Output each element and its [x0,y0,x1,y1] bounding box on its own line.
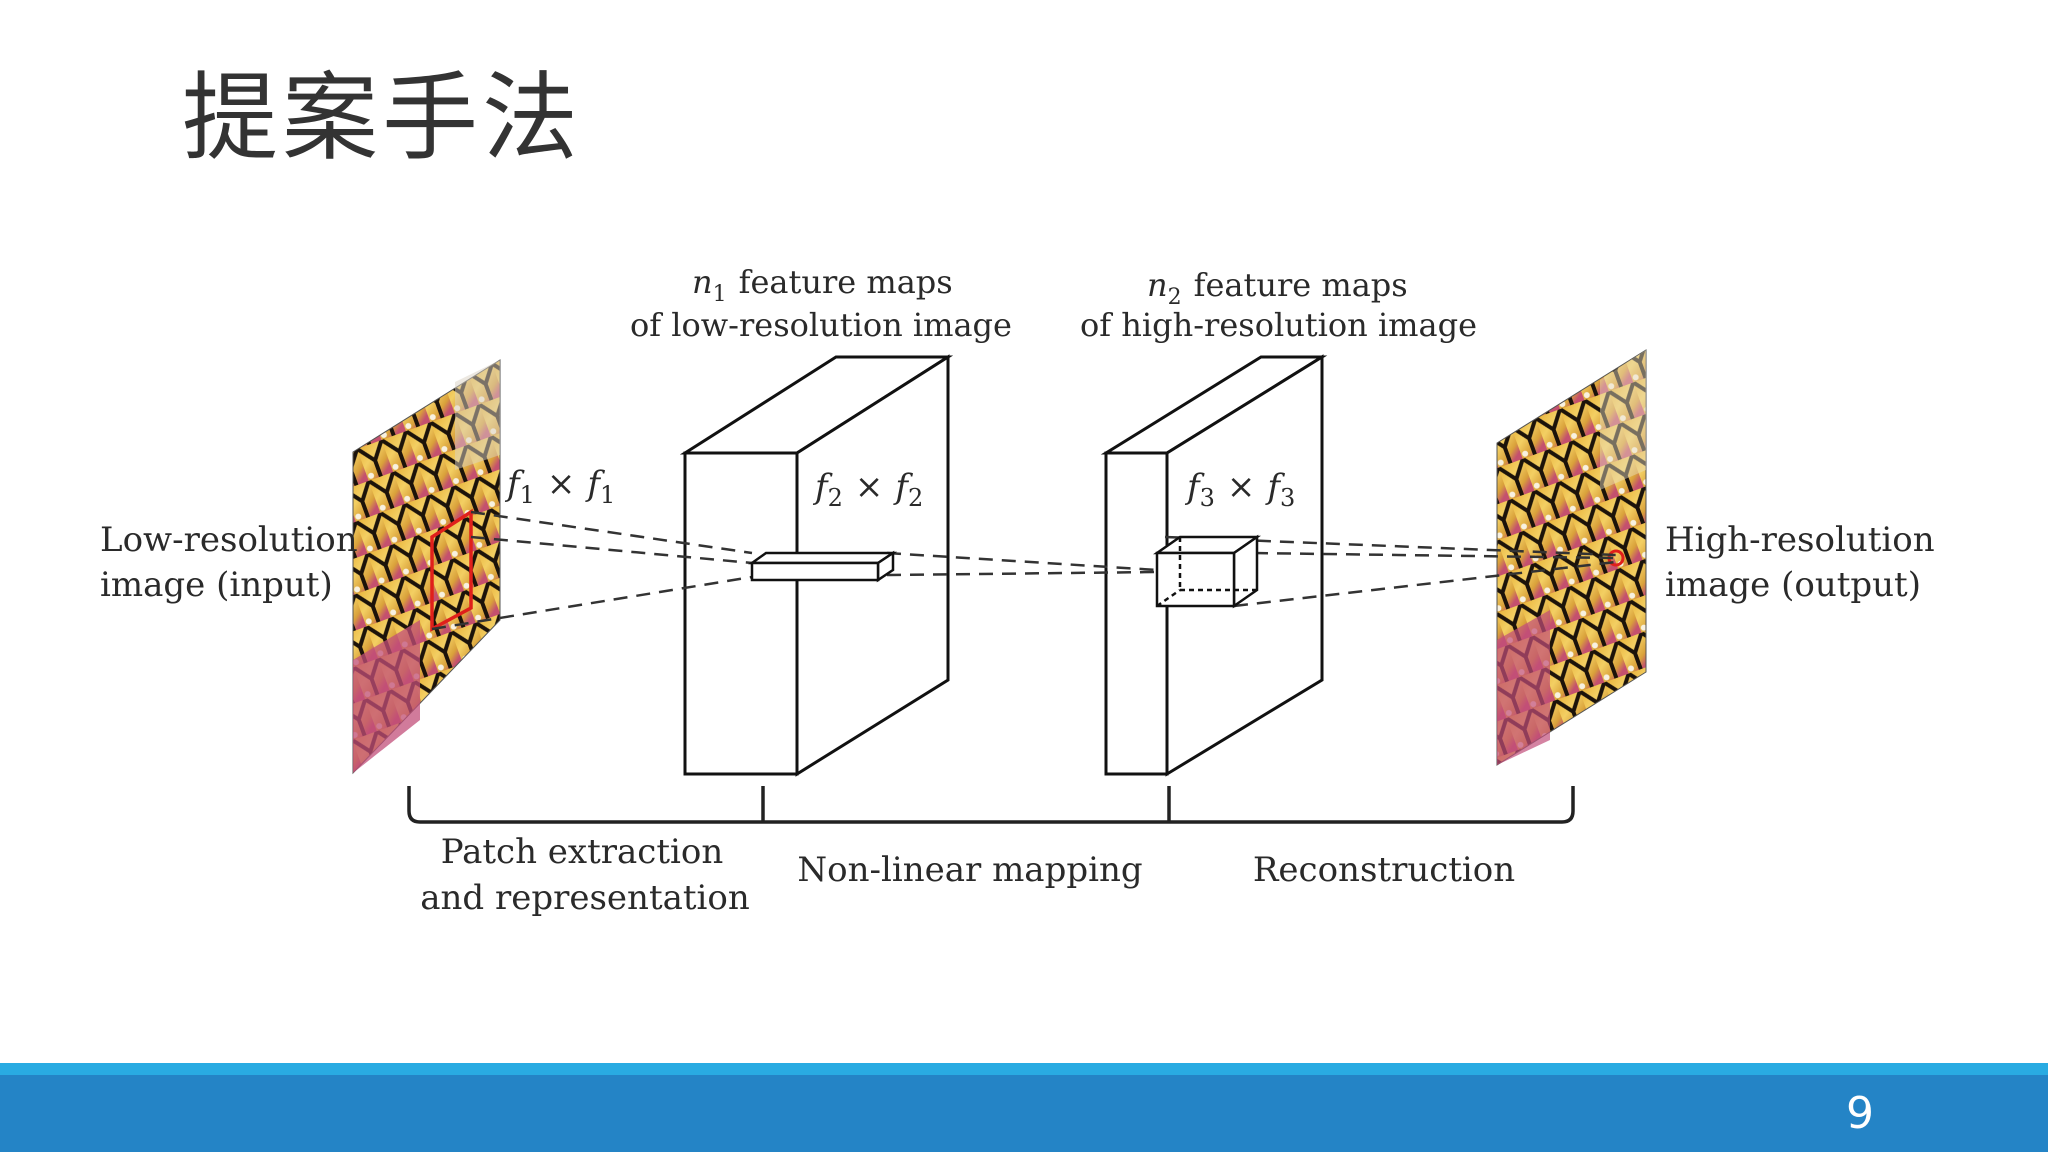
input-label-line1: Low-resolution [100,520,358,560]
output-image [1496,349,1647,766]
layer1-header-text: feature maps [739,263,953,301]
output-label-line1: High-resolution [1665,520,1935,560]
layer1-header-line2: of low-resolution image [630,306,1012,344]
page-number: 9 [1846,1088,1874,1139]
stage2-label: Non-linear mapping [797,850,1142,890]
footer-bar [0,1075,2048,1152]
layer2-symbol: n [1147,266,1168,304]
input-label-line2: image (input) [100,565,333,605]
input-image [352,359,501,775]
output-label-line2: image (output) [1665,565,1921,605]
layer2-header-line1: n2 feature maps [1147,266,1408,310]
layer2-symbol-sub: 2 [1168,285,1182,310]
layer1-symbol: n [692,263,713,301]
layer1-header-line1: n1 feature maps [692,263,953,307]
stage3-label: Reconstruction [1253,850,1515,890]
layer2-header-text: feature maps [1194,266,1408,304]
footer-accent-stripe [0,1063,2048,1075]
filter1-label: f1×f1 [504,464,615,509]
stage-brackets [407,786,1575,824]
projection-lines [431,510,1617,631]
filter3-cube [1153,534,1261,609]
layer1-block [679,354,954,777]
stage1-label-line2: and representation [420,878,750,918]
layer1-symbol-sub: 1 [713,282,727,307]
layer2-header-line2: of high-resolution image [1080,306,1477,344]
stage1-label-line1: Patch extraction [441,832,723,872]
input-patch-highlight [430,508,473,632]
filter2-slab [748,550,898,583]
slide-title: 提案手法 [182,62,582,174]
